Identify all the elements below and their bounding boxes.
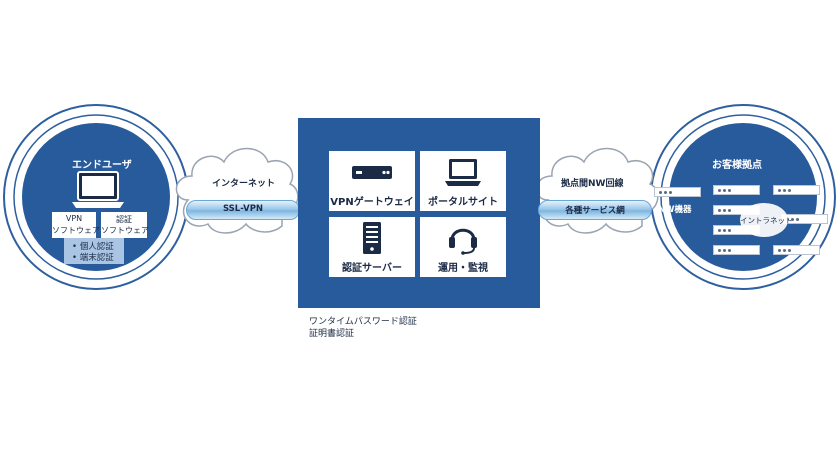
intranet-cloud	[740, 203, 788, 237]
inter-site-label: 拠点間NW回線	[561, 179, 624, 189]
server-icon	[363, 222, 381, 254]
caption-certificate-auth: 証明書認証	[309, 329, 355, 339]
nw-device-1	[654, 187, 701, 197]
intranet-label: イントラネット	[740, 216, 793, 225]
tile-auth-server-label: 認証サーバー	[342, 263, 402, 274]
nw-device-label: NW機器	[658, 205, 692, 215]
tile-operations: 運用・監視	[420, 217, 506, 277]
auth-item-personal: • 個人認証	[72, 242, 114, 252]
right-site-disc	[669, 123, 817, 271]
left-site-title: エンドユーザ	[72, 160, 132, 171]
service-box	[298, 118, 540, 308]
vpn-software-line1: VPN	[65, 214, 83, 223]
auth-software-line2: ソフトウェア	[101, 226, 149, 235]
caption-one-time-password: ワンタイムパスワード認証	[309, 317, 417, 327]
gateway-icon	[352, 166, 392, 179]
nw-device-3	[773, 185, 820, 195]
ssl-vpn-tunnel: SSL-VPN	[186, 200, 300, 220]
service-network-label: 各種サービス網	[565, 206, 625, 216]
auth-software-line1: 認証	[116, 215, 132, 224]
right-site-title: お客様拠点	[712, 160, 762, 171]
laptop-icon	[72, 171, 124, 208]
auth-items-box: • 個人認証 • 端末認証	[64, 238, 124, 264]
ssl-vpn-label: SSL-VPN	[222, 204, 264, 214]
vpn-software-line2: ソフトウェア	[52, 226, 100, 235]
nw-device-2	[713, 185, 760, 195]
internet-label: インターネット	[212, 179, 276, 189]
tile-vpn-gateway: VPNゲートウェイ	[329, 151, 415, 211]
auth-item-device: • 端末認証	[72, 253, 114, 263]
service-network-tunnel: 各種サービス網	[538, 200, 652, 220]
inter-site-cloud	[535, 147, 659, 234]
tile-auth-server: 認証サーバー	[329, 217, 415, 277]
nw-device-8	[773, 245, 820, 255]
internet-cloud	[175, 147, 299, 234]
laptop-icon	[445, 159, 481, 186]
nw-device-7	[713, 245, 760, 255]
tile-portal-site: ポータルサイト	[420, 151, 506, 211]
vpn-software-box: VPN ソフトウェア	[52, 212, 100, 238]
tile-vpn-gateway-label: VPNゲートウェイ	[330, 197, 414, 208]
auth-software-box: 認証 ソフトウェア	[101, 212, 149, 238]
headset-icon	[449, 228, 477, 255]
tile-portal-site-label: ポータルサイト	[428, 197, 498, 208]
tile-operations-label: 運用・監視	[438, 263, 488, 274]
